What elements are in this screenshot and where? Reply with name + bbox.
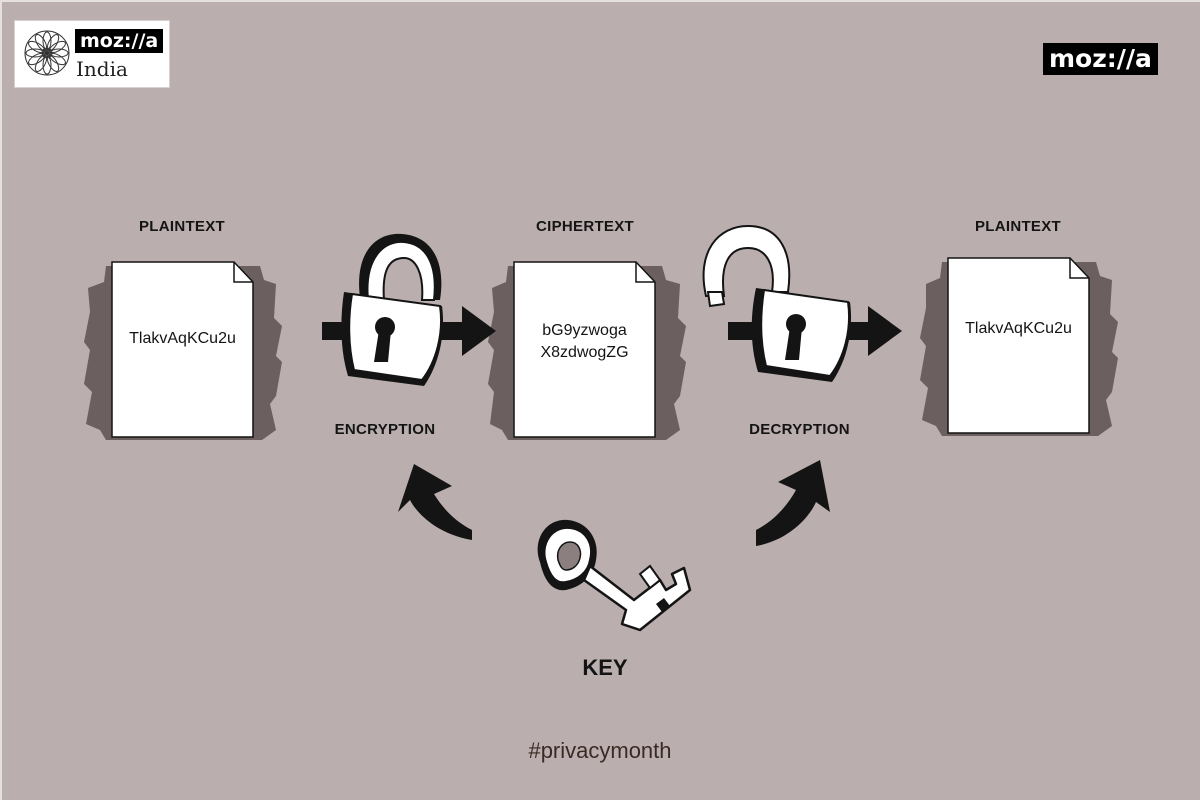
plaintext-left-label: PLAINTEXT (138, 218, 226, 235)
padlock-closed-icon (341, 233, 444, 386)
badge-subtitle: India (76, 57, 128, 81)
curved-arrow-icon (756, 460, 830, 546)
plaintext-left-document (84, 261, 282, 440)
encryption-label: ENCRYPTION (334, 421, 436, 438)
document-icon (111, 261, 254, 438)
hashtag: #privacymonth (528, 738, 672, 763)
curved-arrow-icon (398, 464, 472, 540)
ciphertext-label: CIPHERTEXT (535, 218, 634, 235)
document-icon (947, 257, 1090, 434)
mozilla-india-badge: moz://a India (14, 20, 170, 88)
key-label: KEY (582, 655, 628, 680)
corner-wordmark: moz://a (1043, 43, 1158, 75)
plaintext-right-label: PLAINTEXT (974, 218, 1062, 235)
ciphertext-line-1: bG9yzwoga (542, 322, 627, 339)
ciphertext-document (488, 261, 686, 440)
plaintext-right-document (920, 257, 1118, 436)
decryption-label: DECRYPTION (749, 421, 850, 438)
plaintext-right-text: TlakvAqKCu2u (965, 320, 1072, 337)
plaintext-left-text: TlakvAqKCu2u (129, 330, 236, 347)
padlock-open-icon (702, 224, 852, 382)
ciphertext-line-2: X8zdwogZG (540, 344, 629, 361)
flower-logo-icon (24, 30, 70, 76)
badge-wordmark: moz://a (75, 29, 164, 53)
key-icon (537, 519, 692, 632)
document-icon (513, 261, 656, 438)
